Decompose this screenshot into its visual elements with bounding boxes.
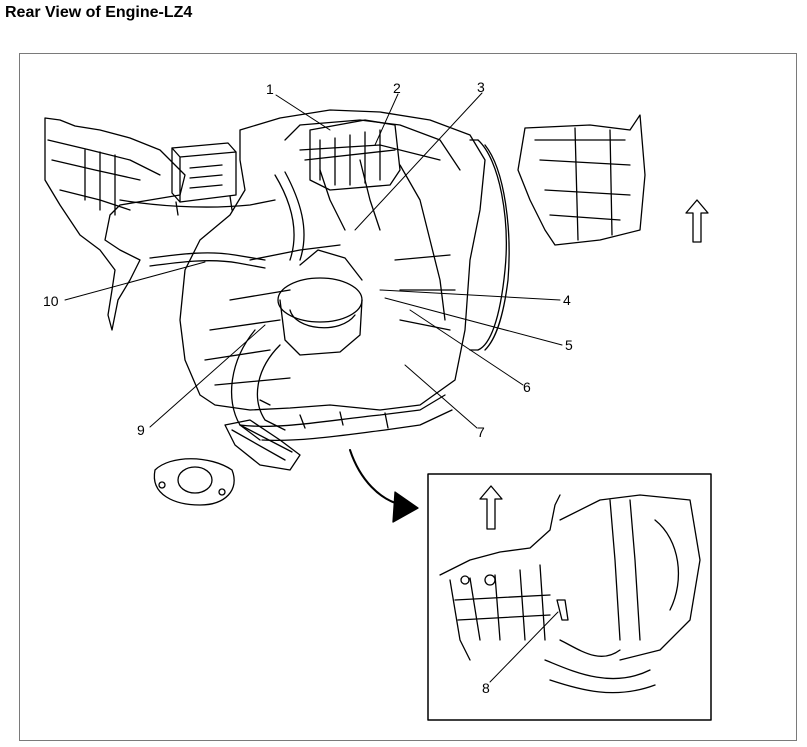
diagram-frame [19, 53, 797, 741]
hoses [119, 171, 305, 269]
detail-inset [427, 473, 712, 721]
callout-8: 8 [482, 680, 490, 696]
control-module [171, 142, 237, 216]
page-title: Rear View of Engine-LZ4 [5, 4, 193, 21]
up-arrow-icon [685, 199, 709, 243]
exhaust-flange [153, 419, 301, 506]
callout-2: 2 [393, 80, 401, 96]
flexplate [469, 139, 510, 351]
frame-bracket [44, 117, 186, 331]
exhaust-pipe [230, 329, 453, 441]
callout-10: 10 [43, 293, 59, 309]
callout-1: 1 [266, 81, 274, 97]
catalytic-converter [277, 249, 363, 356]
leader-lines [64, 92, 563, 683]
engine-block [179, 109, 486, 411]
callout-4: 4 [563, 292, 571, 308]
callout-5: 5 [565, 337, 573, 353]
callout-6: 6 [523, 379, 531, 395]
fuel-rail [304, 119, 401, 191]
transmission-mount [517, 114, 646, 246]
callout-9: 9 [137, 422, 145, 438]
callout-7: 7 [477, 424, 485, 440]
curved-arrow-icon [349, 449, 419, 523]
callout-3: 3 [477, 79, 485, 95]
